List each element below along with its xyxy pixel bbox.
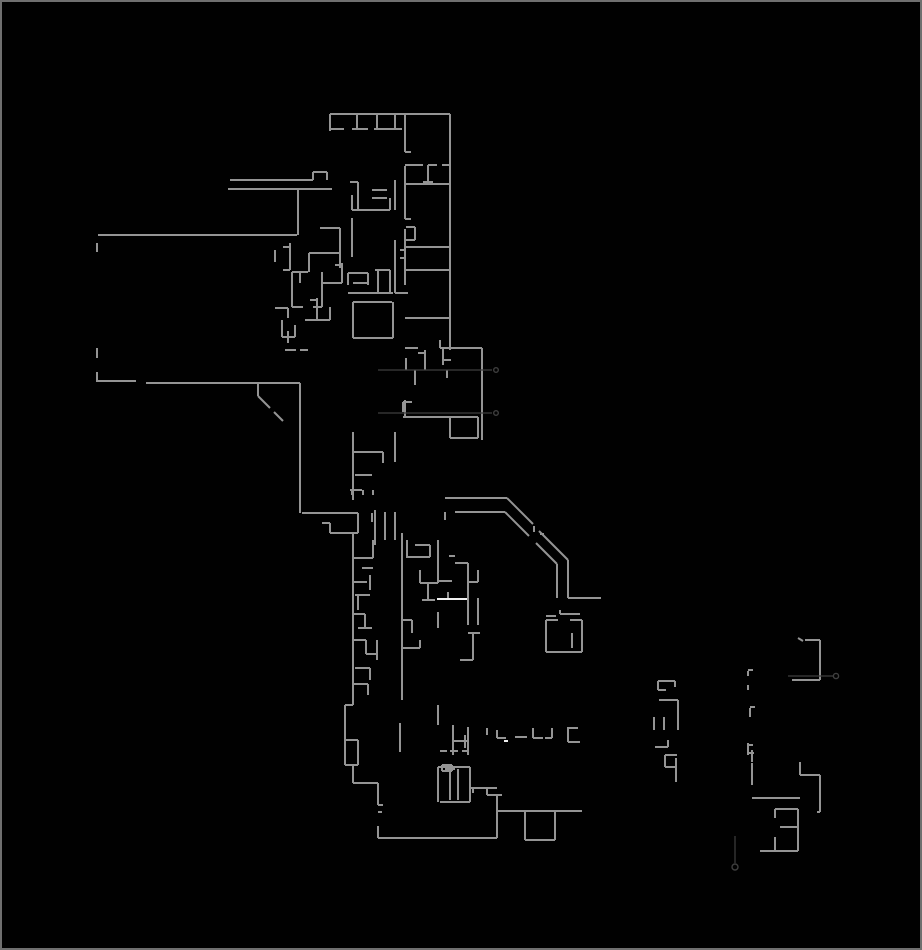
- leader-endpoint-layer: [493, 367, 840, 871]
- highlighted-wall-layer: [437, 598, 508, 742]
- wall-segment: [506, 497, 534, 525]
- leader-endpoint-circle[interactable]: [731, 863, 739, 871]
- wall-segment: [273, 411, 284, 422]
- leader-lines-layer: [378, 369, 833, 863]
- wall-segment: [257, 395, 271, 409]
- wall-segments-layer: [96, 113, 821, 852]
- leader-endpoint-circle[interactable]: [832, 672, 840, 680]
- leader-endpoint-circle[interactable]: [493, 410, 500, 417]
- wall-segment: [538, 530, 569, 561]
- wall-segment: [535, 542, 558, 565]
- leader-endpoint-circle[interactable]: [493, 367, 500, 374]
- wall-segment: [504, 511, 530, 537]
- wall-segment: [797, 637, 804, 642]
